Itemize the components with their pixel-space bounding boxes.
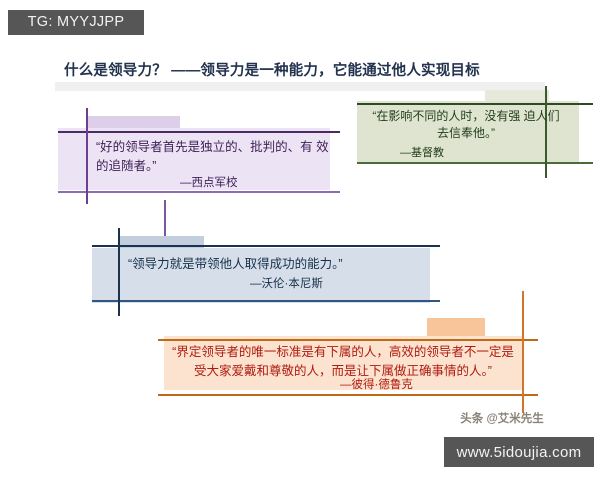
watermark-bottom-right: www.5idoujia.com [444, 437, 594, 467]
quote-attribution-green: —基督教 [400, 147, 444, 159]
quote-text-purple: “好的领导者首先是独立的、批判的、有 效的追随者。” [96, 140, 329, 173]
blue-rule-bottom [92, 300, 440, 302]
quote-attribution-purple: —西点军校 [180, 177, 238, 189]
quote-attribution-blue: —沃伦·本尼斯 [250, 278, 323, 290]
green-accent-swatch [485, 90, 549, 104]
orange-rule-bottom [158, 394, 538, 396]
blue-rule-vertical [118, 228, 120, 316]
purple-rule-bottom [58, 191, 340, 193]
title-underline-band [55, 82, 545, 91]
purple-rule-vertical-lower [164, 200, 166, 238]
watermark-top-left: TG: MYYJJPP [8, 10, 144, 35]
orange-rule-top [158, 339, 538, 341]
quote-card-orange [164, 336, 522, 390]
quote-text-green: “在影响不同的人时，没有强 迫人们去信奉他。” [372, 109, 560, 140]
quote-card-blue [92, 248, 430, 303]
quote-text-blue: “领导力就是带领他人取得成功的能力。” [128, 257, 343, 271]
orange-rule-vertical [522, 291, 524, 413]
author-credit: 头条 @艾米先生 [460, 413, 544, 425]
green-rule-top [357, 103, 593, 105]
page-title: 什么是领导力？ ——领导力是一种能力，它能通过他人实现目标 [64, 63, 480, 79]
quote-card-green [357, 101, 579, 163]
quote-card-purple [58, 128, 330, 190]
purple-rule-top [58, 131, 340, 133]
orange-accent-swatch [427, 318, 485, 340]
quote-attribution-orange: —彼得·德鲁克 [340, 379, 413, 391]
green-rule-bottom [357, 162, 593, 164]
green-rule-vertical [545, 86, 547, 178]
blue-rule-top [92, 245, 440, 247]
quote-text-orange: “界定领导者的唯一标准是有下属的人，高效的领导者不一定是 受大家爱戴和尊敬的人，… [172, 345, 514, 378]
purple-rule-vertical [86, 108, 88, 204]
